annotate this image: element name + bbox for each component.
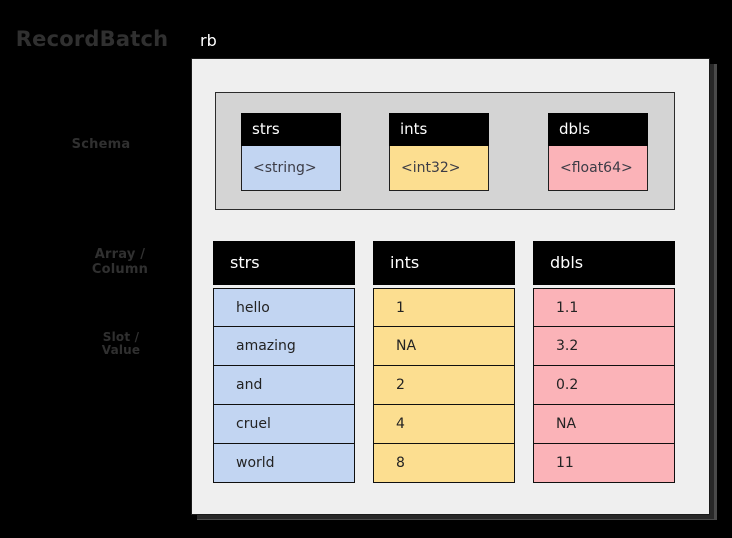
schema-field-type: <string> [241,146,341,191]
annotation-slot-value: Slot / Value [101,330,141,358]
cell: 2 [373,366,515,405]
cell: and [213,366,355,405]
schema-field-name: ints [389,113,489,146]
connector-arm-column [166,263,202,265]
column-header: dbls [533,241,675,285]
cell: 4 [373,405,515,444]
cell: 1.1 [533,288,675,327]
cell: 3.2 [533,327,675,366]
cell: cruel [213,405,355,444]
schema-field-type: <float64> [548,146,648,191]
cell: NA [373,327,515,366]
schema-field-name: dbls [548,113,648,146]
schema-field-strs: strs <string> [241,113,341,191]
annotation-recordbatch: RecordBatch [15,27,169,51]
panel-shadow-bottom [197,514,717,520]
cell: amazing [213,327,355,366]
column-header: strs [213,241,355,285]
panel-shadow-right [710,64,717,519]
annotation-array-column: Array / Column [91,247,149,277]
cell: 1 [373,288,515,327]
cell: hello [213,288,355,327]
cell: 8 [373,444,515,483]
annotation-schema: Schema [71,137,131,152]
recordbatch-title: rb [200,31,217,50]
cell: 11 [533,444,675,483]
schema-field-name: strs [241,113,341,146]
cell: 0.2 [533,366,675,405]
arrow-head-schema [177,146,187,158]
cell: world [213,444,355,483]
schema-field-type: <int32> [389,146,489,191]
column-header: ints [373,241,515,285]
cell: NA [533,405,675,444]
schema-field-ints: ints <int32> [389,113,489,191]
schema-field-dbls: dbls <float64> [548,113,648,191]
